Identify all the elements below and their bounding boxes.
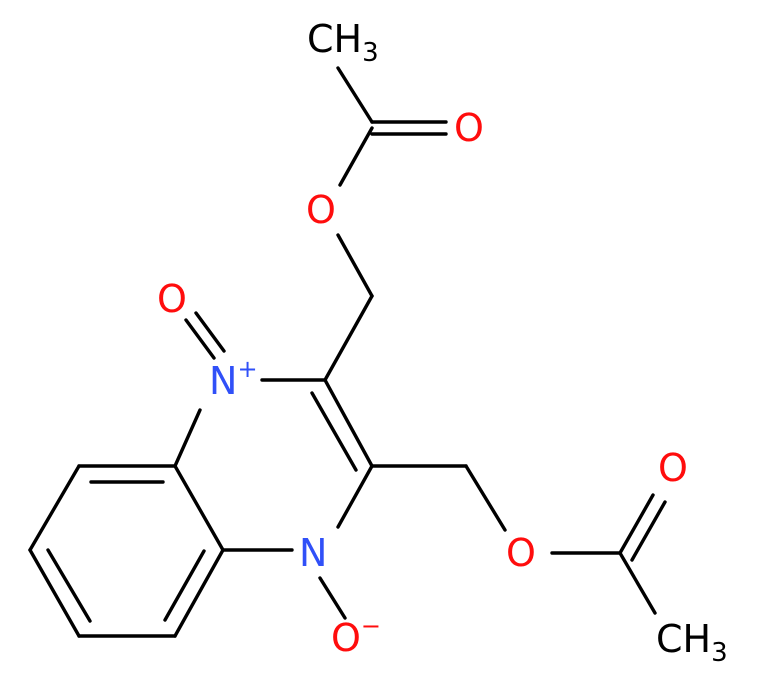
bond-c5-c4a bbox=[173, 548, 225, 638]
o-carbonyl-top-label: O bbox=[454, 106, 484, 150]
bond-noxide-a bbox=[184, 318, 216, 360]
bond-c2-c3-b bbox=[310, 391, 358, 472]
ch3-top-label: CH3 bbox=[307, 17, 379, 68]
bond-c5-c4a-inner bbox=[163, 549, 206, 622]
bond-layer bbox=[28, 66, 667, 638]
bond-c8-c7 bbox=[28, 464, 81, 552]
ch3-right-label: CH3 bbox=[656, 617, 728, 668]
bond-carbonyl-o-right-b bbox=[630, 500, 667, 562]
bond-c2-c3-a bbox=[323, 378, 374, 468]
bond-oester-ch2-top bbox=[336, 233, 374, 298]
n-bottom-label: N bbox=[299, 531, 327, 575]
bond-c8a-c4a bbox=[173, 464, 225, 552]
bond-ch2-oester-right bbox=[464, 464, 507, 532]
bond-n-ominus bbox=[318, 576, 347, 620]
o-noxide-label: O bbox=[157, 277, 187, 321]
atom-layer: CH3 O O O N+ N O− O O CH3 bbox=[157, 17, 728, 668]
bond-ch2-c2 bbox=[323, 294, 374, 382]
o-ester-top-label: O bbox=[306, 188, 336, 232]
bond-noxide-b bbox=[194, 311, 226, 353]
bond-carbonyl-oester-top bbox=[338, 126, 374, 187]
o-carbonyl-right-label: O bbox=[658, 446, 688, 490]
bond-c7-c6 bbox=[28, 548, 81, 638]
o-minus-label: O− bbox=[331, 612, 381, 660]
bond-c7-c6-inner bbox=[46, 548, 92, 623]
n-plus-label: N+ bbox=[209, 355, 258, 403]
bond-nplus-c8a bbox=[173, 408, 202, 468]
o-ester-right-label: O bbox=[506, 531, 536, 575]
bond-carbonyl-ch3-right bbox=[618, 551, 657, 615]
bond-c3-nbottom bbox=[336, 464, 374, 529]
bond-carbonyl-o-right-a bbox=[618, 493, 655, 555]
bond-ch3-carbonyl-top bbox=[336, 66, 374, 124]
